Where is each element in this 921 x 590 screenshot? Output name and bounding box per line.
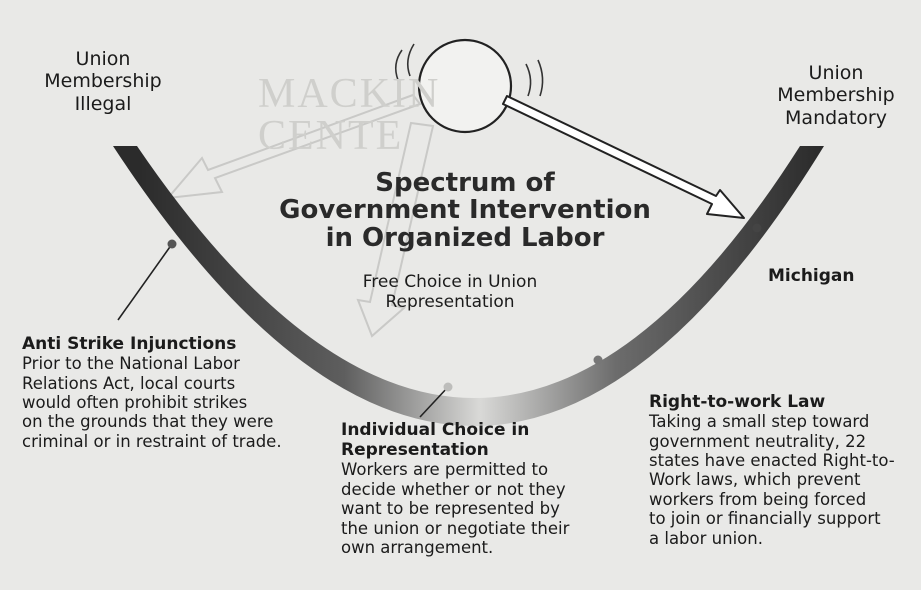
ghost-arrow-down xyxy=(356,121,435,338)
anti-strike-line: criminal or in restraint of trade. xyxy=(22,431,282,451)
left-end-line: Union xyxy=(75,48,131,70)
marker-anti-strike xyxy=(167,239,177,249)
right-to-work-line: Work laws, which prevent xyxy=(649,470,861,490)
right-to-work-line: a labor union. xyxy=(649,528,763,548)
right-to-work-line: states have enacted Right-to- xyxy=(649,450,895,470)
ghost-arrow-left xyxy=(165,93,422,200)
left-end-line: Membership xyxy=(44,70,162,93)
leader-individual xyxy=(419,386,449,418)
title-line: Spectrum of xyxy=(375,168,555,198)
anti-strike-line: on the grounds that they were xyxy=(22,412,274,432)
individual-choice-line: want to be represented by xyxy=(341,499,560,519)
motion-lines-icon xyxy=(394,43,544,97)
michigan-label: Michigan xyxy=(768,266,855,286)
pendulum-ball-icon xyxy=(417,38,513,134)
individual-choice-block: Individual Choice in Representation Work… xyxy=(341,420,611,557)
right-end-line: Membership xyxy=(777,84,895,107)
anti-strike-line: Prior to the National Labor xyxy=(22,354,240,374)
marker-individual xyxy=(443,382,453,392)
center-label-line: Free Choice in Union xyxy=(362,272,538,292)
individual-choice-heading: Representation xyxy=(341,440,489,461)
right-to-work-line: workers from being forced xyxy=(649,489,867,509)
background-ghost-text-2: CENTE xyxy=(258,113,404,159)
right-to-work-block: Right-to-work Law Taking a small step to… xyxy=(649,392,915,548)
right-end-line: Union xyxy=(808,62,864,84)
title-line: in Organized Labor xyxy=(325,222,605,253)
title-line: Government Intervention xyxy=(279,195,651,226)
center-label: Free Choice in Union Representation xyxy=(335,272,565,312)
leader-anti-strike xyxy=(117,243,173,321)
individual-choice-heading: Individual Choice in xyxy=(341,420,530,440)
right-to-work-line: Taking a small step toward xyxy=(649,412,870,432)
individual-choice-line: own arrangement. xyxy=(341,537,494,557)
left-end-label: Union Membership Illegal xyxy=(18,48,188,115)
left-end-line: Illegal xyxy=(74,92,132,115)
anti-strike-line: would often prohibit strikes xyxy=(22,392,248,412)
anti-strike-line: Relations Act, local courts xyxy=(22,373,236,393)
individual-choice-line: decide whether or not they xyxy=(341,479,566,499)
right-end-line: Mandatory xyxy=(785,106,887,129)
diagram-title: Spectrum of Government Intervention in O… xyxy=(250,168,680,253)
background-ghost-text: MACKIN xyxy=(258,71,441,117)
individual-choice-line: the union or negotiate their xyxy=(341,518,570,538)
center-label-line: Representation xyxy=(385,292,515,313)
marker-michigan xyxy=(752,223,762,233)
right-to-work-heading: Right-to-work Law xyxy=(649,392,826,412)
anti-strike-block: Anti Strike Injunctions Prior to the Nat… xyxy=(22,334,322,451)
right-end-label: Union Membership Mandatory xyxy=(760,62,912,129)
spectrum-arc xyxy=(113,146,824,426)
anti-strike-heading: Anti Strike Injunctions xyxy=(22,334,237,354)
arrow-to-michigan xyxy=(502,95,745,219)
marker-right-to-work xyxy=(593,355,603,365)
individual-choice-line: Workers are permitted to xyxy=(341,460,549,480)
right-to-work-line: government neutrality, 22 xyxy=(649,431,867,451)
right-to-work-line: to join or financially support xyxy=(649,509,881,529)
